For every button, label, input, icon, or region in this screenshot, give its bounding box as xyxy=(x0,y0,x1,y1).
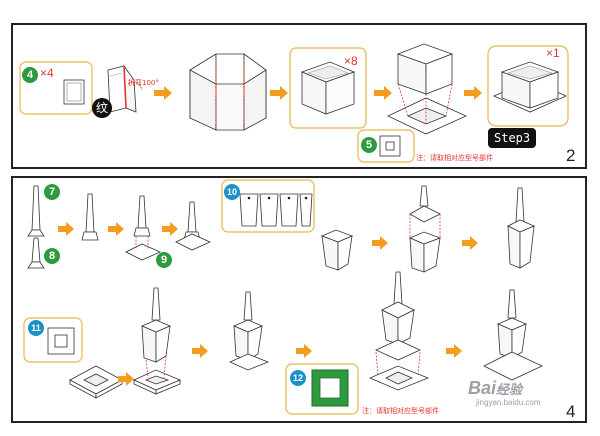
page-number: 2 xyxy=(566,146,576,165)
watermark-logo: Bai经验 xyxy=(468,378,523,398)
texture-marker: 纹 xyxy=(92,98,112,118)
watermark-url: jingyan.baidu.com xyxy=(476,398,541,407)
step-arrow xyxy=(162,222,178,236)
step-arrow xyxy=(192,344,208,358)
step-arrow xyxy=(58,222,74,236)
bottom-panel-frame xyxy=(11,176,587,423)
step-arrow xyxy=(108,222,124,236)
top-panel-frame xyxy=(11,23,587,169)
step-badge-12: 12 xyxy=(290,370,306,386)
step-badge-8: 8 xyxy=(44,248,60,264)
callout-part-12 xyxy=(285,363,359,415)
spire-parts xyxy=(27,185,45,269)
callout-part-5 xyxy=(357,129,415,163)
step-arrow xyxy=(462,236,478,250)
step-badge-9: 9 xyxy=(156,252,172,268)
step-badge-7: 7 xyxy=(44,184,60,200)
step-badge-11: 11 xyxy=(28,320,44,336)
quantity-1: ×1 xyxy=(546,46,560,60)
callout-part-4 xyxy=(19,61,93,115)
quantity-8: ×8 xyxy=(344,54,358,68)
callout-part-10 xyxy=(221,179,315,233)
step-arrow xyxy=(372,236,388,250)
bend-angle-label: 折弯100° xyxy=(128,79,159,87)
step-badge-4: 4 xyxy=(22,67,38,83)
assembled-panels xyxy=(189,53,267,131)
bent-panel xyxy=(107,64,137,113)
step-badge-5: 5 xyxy=(361,137,377,153)
step-arrow xyxy=(374,86,392,100)
callout-part-11 xyxy=(23,317,83,363)
step-arrow xyxy=(270,86,288,100)
callout-result xyxy=(487,45,569,127)
step-arrow xyxy=(464,86,482,100)
model-part-note: 注：请取相对应型号部件 xyxy=(416,154,493,162)
quantity-4: ×4 xyxy=(40,66,54,80)
step-arrow xyxy=(446,344,462,358)
model-part-note: 注：请取相对应型号部件 xyxy=(362,407,439,415)
step-label: Step3 xyxy=(488,128,537,148)
page-number: 4 xyxy=(566,402,576,421)
step-arrow xyxy=(154,86,172,100)
step-arrow xyxy=(296,344,312,358)
step-badge-10: 10 xyxy=(224,184,240,200)
step-arrow xyxy=(118,372,134,386)
callout-cube xyxy=(289,47,367,129)
